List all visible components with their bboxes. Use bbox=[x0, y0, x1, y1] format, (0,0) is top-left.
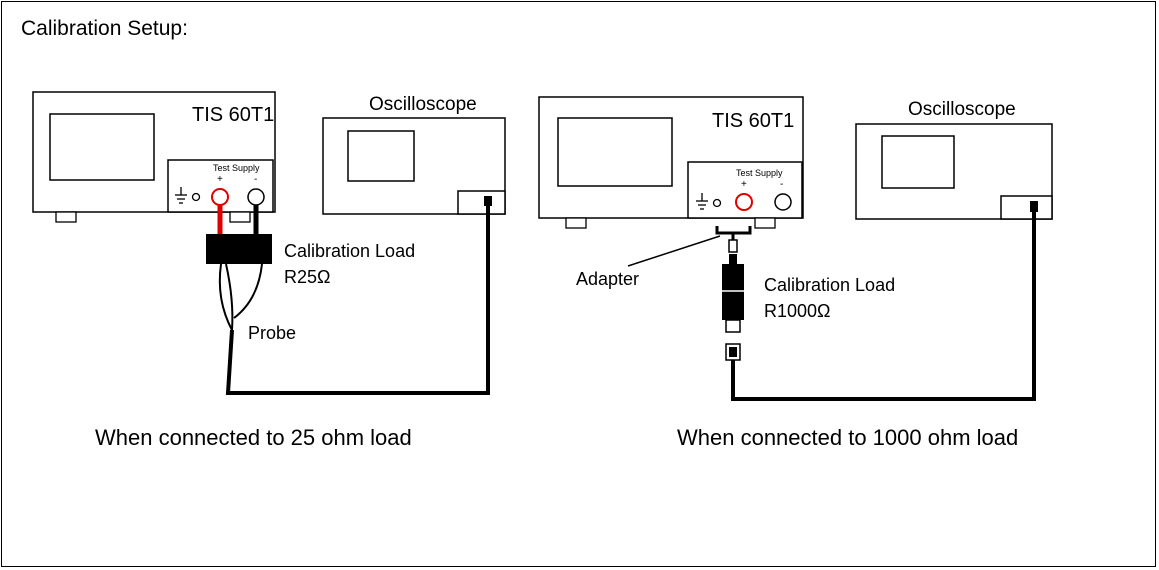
calibration-load-right bbox=[722, 264, 744, 320]
minus-label-right: - bbox=[780, 179, 783, 190]
probe-tip-left bbox=[218, 263, 233, 331]
load-connector-bottom-right bbox=[725, 319, 741, 333]
probe-ground-lead-left bbox=[225, 263, 234, 331]
probe-cable-left bbox=[225, 206, 490, 395]
coax-cable-right bbox=[731, 212, 1036, 401]
probe-label-left: Probe bbox=[248, 323, 296, 343]
oscilloscope-input-panel-right bbox=[1000, 195, 1053, 220]
oscilloscope-title-right: Oscilloscope bbox=[908, 99, 1016, 120]
probe-return-lead-left bbox=[233, 263, 263, 319]
tis-screen-right bbox=[557, 117, 673, 187]
calibration-load-left bbox=[206, 234, 272, 264]
test-supply-label-left: Test Supply bbox=[213, 163, 260, 173]
tis-title-left: TIS 60T1 bbox=[192, 104, 274, 126]
tis-foot-left-1 bbox=[55, 211, 77, 223]
positive-terminal-left bbox=[211, 188, 229, 206]
tis-screen-left bbox=[49, 113, 155, 181]
load-value-right: R1000Ω bbox=[764, 301, 831, 321]
load-name-right: Calibration Load bbox=[764, 275, 895, 295]
test-supply-label-right: Test Supply bbox=[736, 168, 783, 178]
positive-terminal-right bbox=[735, 193, 753, 211]
adapter-label: Adapter bbox=[576, 269, 639, 289]
oscilloscope-input-panel-left bbox=[457, 190, 506, 215]
oscilloscope-screen-right bbox=[881, 135, 955, 189]
diagram-heading: Calibration Setup: bbox=[21, 17, 188, 40]
ground-icon-right bbox=[696, 193, 708, 210]
adapter-right bbox=[715, 226, 752, 253]
tis-foot-right-2 bbox=[754, 217, 776, 229]
load-value-left: R25Ω bbox=[284, 267, 330, 287]
ground-icon-left bbox=[175, 187, 187, 204]
tis-foot-left-2 bbox=[229, 211, 251, 223]
oscilloscope-bnc-right bbox=[1030, 201, 1038, 212]
ground-terminal-right bbox=[712, 198, 722, 208]
adapter-pointer-line bbox=[627, 235, 721, 267]
negative-terminal-left bbox=[247, 188, 265, 206]
oscilloscope-screen-left bbox=[347, 130, 415, 182]
oscilloscope-bnc-left bbox=[484, 196, 492, 206]
tis-title-right: TIS 60T1 bbox=[712, 110, 794, 132]
minus-label-left: - bbox=[254, 174, 257, 185]
caption-right: When connected to 1000 ohm load bbox=[677, 425, 1018, 450]
plus-label-left: + bbox=[217, 174, 223, 185]
setup-1000-ohm: TIS 60T1 Test Supply + - Adapter Calibra… bbox=[538, 96, 1053, 450]
cable-plug-core-right bbox=[729, 347, 737, 357]
load-connector-top-right bbox=[729, 254, 737, 264]
setup-25-ohm: TIS 60T1 Test Supply + - Calibration Loa… bbox=[32, 91, 506, 450]
oscilloscope-title-left: Oscilloscope bbox=[369, 94, 477, 115]
negative-terminal-right bbox=[774, 193, 792, 211]
caption-left: When connected to 25 ohm load bbox=[95, 425, 412, 450]
plus-label-right: + bbox=[741, 179, 747, 190]
load-name-left: Calibration Load bbox=[284, 241, 415, 261]
tis-foot-right-1 bbox=[565, 217, 587, 229]
ground-terminal-left bbox=[191, 192, 201, 202]
